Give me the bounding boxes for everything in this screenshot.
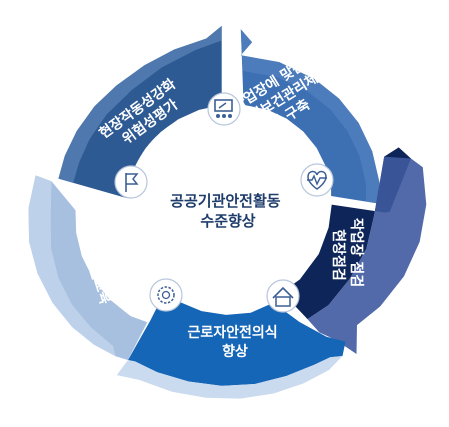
house-icon [266,279,300,313]
segment-worker-awareness-shape [128,290,346,386]
gear-icon [149,278,183,312]
segment-worker-awareness-line1: 근로자안전의식 [187,324,277,341]
segment-worker-awareness-lower [116,356,343,399]
svg-text:작업장 점검 현장점검: 작업장 점검 현장점검 [330,218,365,292]
segment-risk-assessment-highlight [58,25,222,184]
heartbeat-icon [300,163,334,197]
center-circle [126,108,326,308]
segment-workplace-inspection: 작업장 점검 현장점검 [282,147,427,354]
segment-safety-system-highlight [240,29,380,204]
svg-text:근로자안전의식 향상: 근로자안전의식 향상 [187,324,282,360]
flag-icon [114,165,148,199]
segment-workplace-inspection-outer [307,156,427,354]
segment-workplace-inspection-line2: 현장점검 [330,229,347,281]
svg-text:공공기관안전활동 수준향상: 공공기관안전활동 수준향상 [170,192,286,230]
presentation-icon [207,92,241,126]
segment-safety-education-outer [28,175,116,357]
segment-worker-awareness: 근로자안전의식 향상 [116,290,346,399]
center-title-line2: 수준향상 [200,212,255,230]
segment-safety-education-shape [28,175,148,360]
center-title-line1: 공공기관안전활동 [170,192,281,210]
segment-workplace-inspection-line1: 작업장 점검 [348,218,365,287]
segment-risk-assessment-shape [58,25,222,199]
segment-worker-awareness-line2: 향상 [222,343,248,360]
